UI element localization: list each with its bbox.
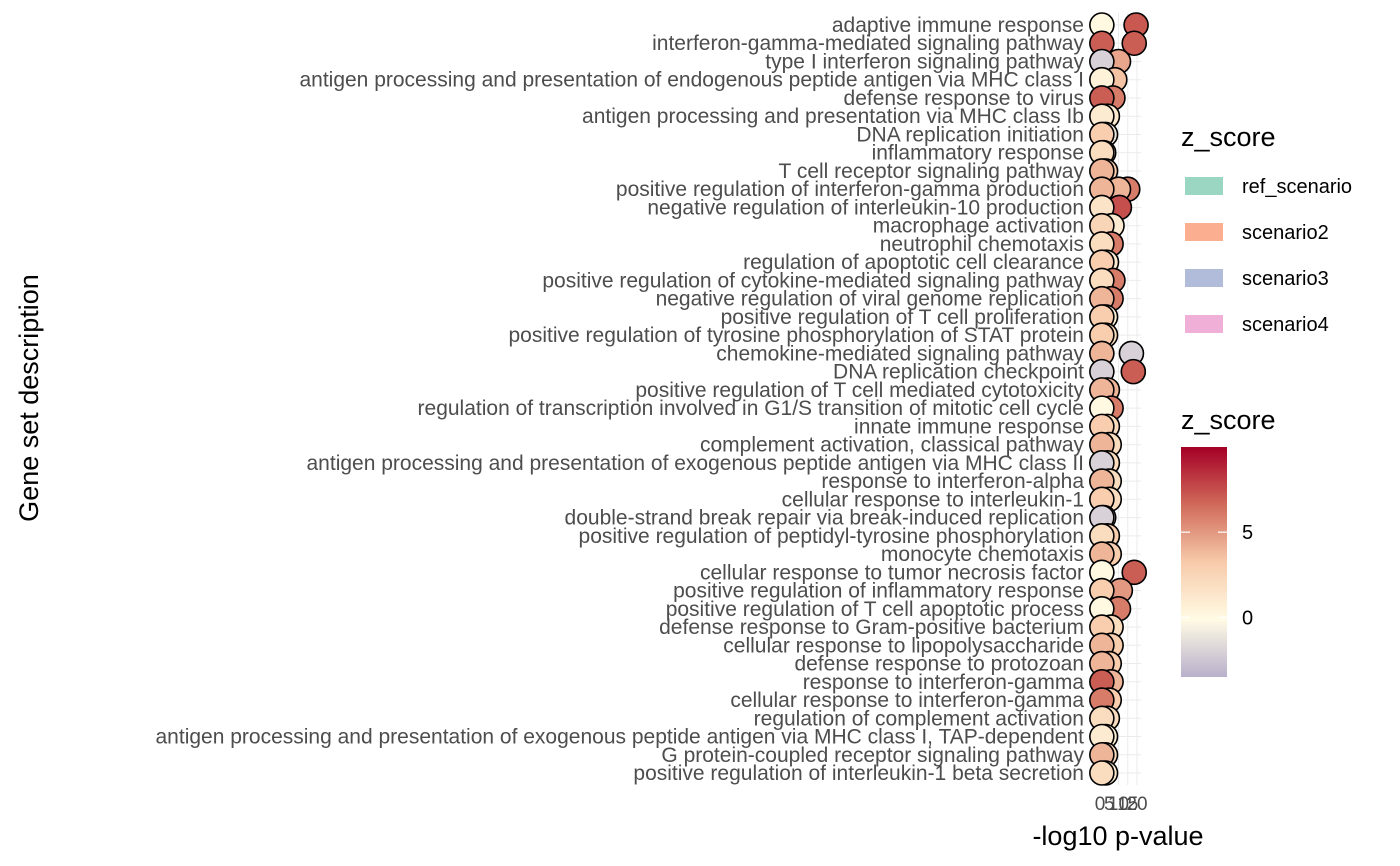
- y-tick-label: antigen processing and presentation of e…: [307, 452, 1085, 475]
- x-axis-title: -log10 p-value: [1032, 821, 1203, 851]
- colorbar-tick-label: 5: [1242, 522, 1253, 544]
- y-tick-label: positive regulation of cytokine-mediated…: [542, 269, 1084, 292]
- y-tick-label: response to interferon-alpha: [821, 470, 1084, 493]
- y-tick-label: regulation of transcription involved in …: [418, 397, 1084, 420]
- x-tick-label: 0: [1095, 794, 1106, 815]
- y-tick-label: inflammatory response: [872, 142, 1084, 165]
- y-tick-label: antigen processing and presentation via …: [582, 105, 1084, 128]
- x-tick-label: 5: [1104, 794, 1115, 815]
- colorbar: [1181, 447, 1227, 677]
- colorbar-ticks: 05: [1181, 522, 1253, 629]
- legend-swatch: [1185, 315, 1223, 333]
- y-tick-label: G protein-coupled receptor signaling pat…: [661, 744, 1084, 767]
- y-tick-label: negative regulation of interleukin-10 pr…: [647, 196, 1084, 219]
- x-tick-label: 10: [1108, 794, 1129, 815]
- y-tick-label: type I interferon signaling pathway: [765, 50, 1084, 73]
- legend-label: ref_scenario: [1242, 176, 1352, 198]
- y-tick-label: macrophage activation: [873, 215, 1084, 238]
- y-tick-label: positive regulation of interleukin-1 bet…: [633, 762, 1084, 785]
- legend-swatch: [1185, 177, 1223, 195]
- legend-swatch: [1185, 223, 1223, 241]
- colorbar-tick-label: 0: [1242, 607, 1253, 629]
- data-point: [1121, 30, 1148, 57]
- legend-label: scenario4: [1242, 314, 1329, 336]
- y-tick-label: innate immune response: [854, 415, 1084, 438]
- y-tick-label: antigen processing and presentation of e…: [299, 69, 1084, 92]
- y-tick-label: defense response to Gram-positive bacter…: [659, 616, 1084, 639]
- fill-legend-entries: ref_scenario scenario2 scenario3 scenario4: [1185, 176, 1352, 336]
- y-tick-label: DNA replication initiation: [856, 123, 1084, 146]
- legend-label: scenario3: [1242, 268, 1329, 290]
- fill-legend: z_score ref_scenario scenario2 scenario3 sc…: [1181, 122, 1352, 336]
- y-tick-label: complement activation, classical pathway: [700, 434, 1085, 457]
- y-tick-label: neutrophil chemotaxis: [880, 233, 1084, 256]
- y-tick-label: positive regulation of T cell apoptotic …: [666, 598, 1084, 621]
- data-point: [1121, 559, 1148, 586]
- y-tick-label: positive regulation of inflammatory resp…: [673, 580, 1084, 603]
- y-tick-label: adaptive immune response: [832, 14, 1084, 37]
- colorbar-title: z_score: [1181, 405, 1276, 435]
- y-tick-label: monocyte chemotaxis: [881, 543, 1084, 566]
- y-tick-label: chemokine-mediated signaling pathway: [716, 342, 1084, 365]
- y-tick-label: double-strand break repair via break-ind…: [565, 507, 1084, 530]
- y-tick-label: negative regulation of viral genome repl…: [656, 288, 1084, 311]
- fill-legend-title: z_score: [1181, 122, 1276, 152]
- y-tick-label: regulation of apoptotic cell clearance: [743, 251, 1084, 274]
- y-tick-label: cellular response to lipopolysaccharide: [723, 634, 1084, 657]
- y-tick-label: DNA replication checkpoint: [833, 361, 1084, 384]
- x-tick-label: 15: [1117, 794, 1138, 815]
- y-tick-label: response to interferon-gamma: [803, 671, 1085, 694]
- legend-swatch: [1185, 269, 1223, 287]
- y-tick-label: positive regulation of interferon-gamma …: [616, 178, 1084, 201]
- legend-label: scenario2: [1242, 222, 1329, 244]
- y-axis-title: Gene set description: [14, 274, 44, 522]
- data-point: [1120, 358, 1147, 385]
- y-tick-label: defense response to virus: [844, 87, 1084, 110]
- colorbar-legend: z_score 05: [1181, 405, 1276, 677]
- y-tick-label: positive regulation of T cell proliferat…: [721, 306, 1084, 329]
- y-tick-label: positive regulation of T cell mediated c…: [635, 379, 1084, 402]
- y-tick-label: defense response to protozoan: [794, 653, 1084, 676]
- y-tick-label: interferon-gamma-mediated signaling path…: [652, 32, 1084, 55]
- x-tick-label: 20: [1126, 794, 1147, 815]
- y-tick-label: T cell receptor signaling pathway: [779, 160, 1085, 183]
- y-tick-label: cellular response to interferon-gamma: [730, 689, 1084, 712]
- data-points: [1089, 12, 1149, 786]
- y-axis-tick-labels: adaptive immune responseinterferon-gamma…: [156, 14, 1085, 785]
- y-tick-label: positive regulation of peptidyl-tyrosine…: [579, 525, 1084, 548]
- y-tick-label: positive regulation of tyrosine phosphor…: [509, 324, 1085, 347]
- y-tick-label: cellular response to tumor necrosis fact…: [700, 561, 1084, 584]
- y-tick-label: antigen processing and presentation of e…: [156, 726, 1085, 749]
- y-tick-label: cellular response to interleukin-1: [782, 488, 1084, 511]
- data-point: [1089, 760, 1115, 786]
- y-tick-label: regulation of complement activation: [754, 707, 1084, 730]
